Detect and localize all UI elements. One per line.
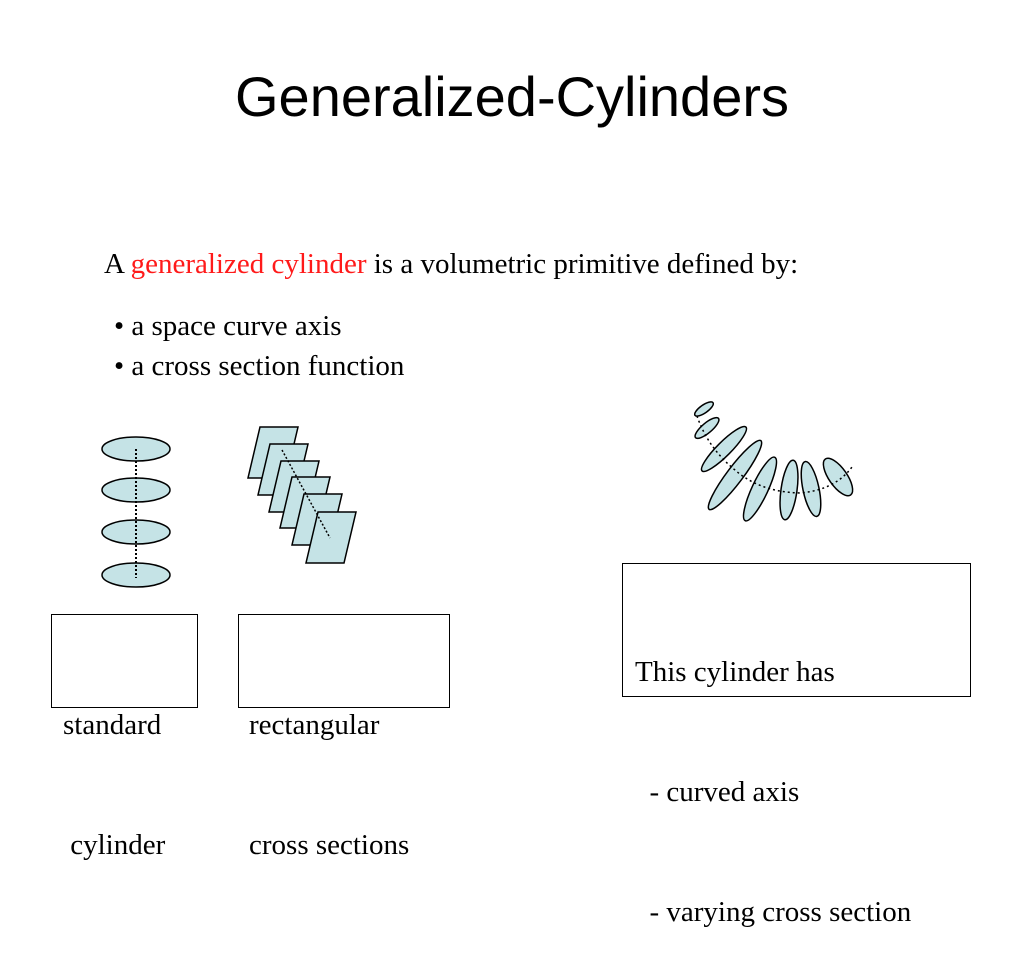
rectangular-caption-line-2: cross sections <box>249 829 410 861</box>
definition-prefix: A <box>104 248 131 280</box>
rectangular-sections-caption: rectangular cross sections <box>238 614 450 861</box>
standard-cylinder-figure <box>101 436 171 588</box>
slide-title: Generalized-Cylinders <box>234 65 789 128</box>
definition-term: generalized cylinder <box>130 248 367 280</box>
bullet-list: • a space curve axis • a cross section f… <box>114 306 404 386</box>
standard-caption-line-1: standard <box>63 709 162 741</box>
figures <box>101 401 854 588</box>
curved-caption-line-3: - varying cross section <box>635 896 912 928</box>
curved-caption-line-2: - curved axis <box>635 776 800 808</box>
curved-caption-line-1: This cylinder has <box>635 656 835 688</box>
rectangular-axis-line <box>281 449 331 539</box>
curved-cylinder-figure <box>693 401 854 522</box>
standard-caption-line-2: cylinder <box>63 829 166 861</box>
definition-suffix: is a volumetric primitive defined by: <box>366 248 799 280</box>
bullet-cross-section: • a cross section function <box>114 350 405 382</box>
bullet-axis: • a space curve axis <box>114 310 342 342</box>
definition-sentence: A generalized cylinder is a volumetric p… <box>104 244 798 284</box>
rectangular-caption-line-1: rectangular <box>249 709 380 741</box>
curved-cylinder-caption: This cylinder has - curved axis - varyin… <box>622 563 971 928</box>
standard-cylinder-caption: standard cylinder <box>51 614 198 861</box>
rectangular-sections-figure <box>247 426 357 564</box>
curved-axis-line <box>696 415 853 494</box>
